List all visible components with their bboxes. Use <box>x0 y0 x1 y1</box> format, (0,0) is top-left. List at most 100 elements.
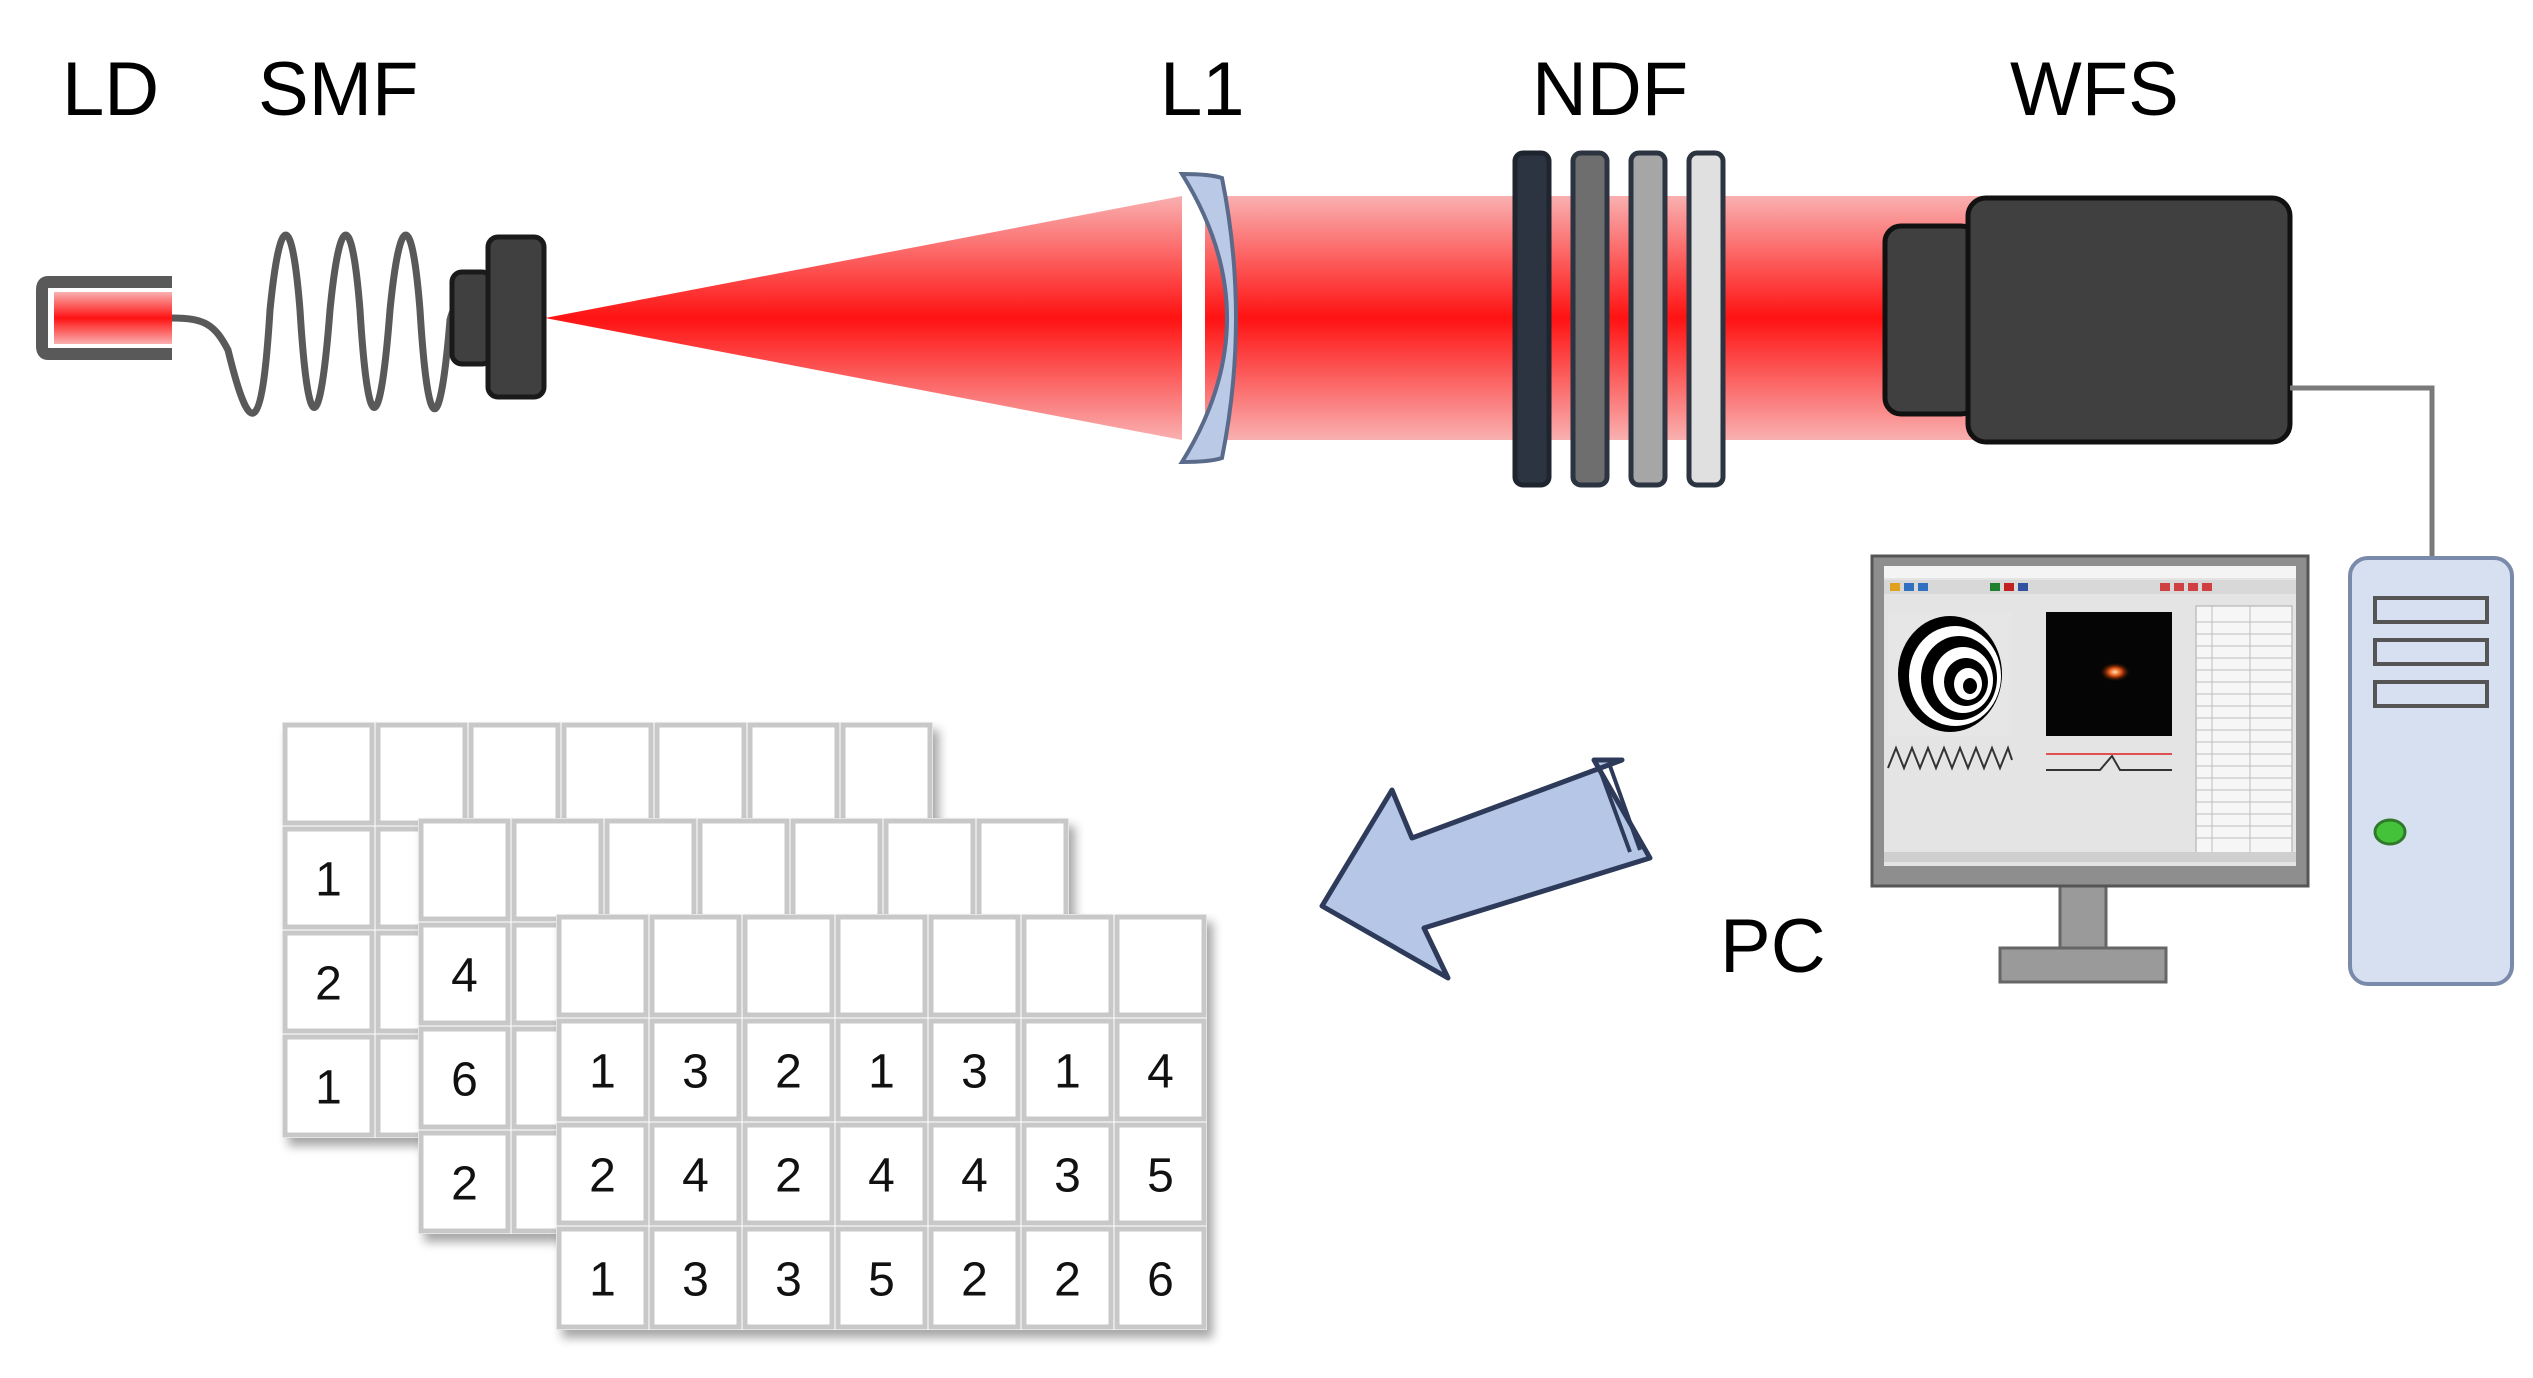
table-cell <box>835 1122 928 1226</box>
diverging-beam <box>545 196 1182 440</box>
table-cell <box>742 1018 835 1122</box>
table-cell-value: 1 <box>315 854 342 907</box>
label-wfs: WFS <box>2010 47 2179 132</box>
table-cell <box>1021 1226 1114 1330</box>
table-cell <box>1114 1018 1207 1122</box>
table-cell-value: 1 <box>315 1062 342 1115</box>
ndf-plate-4 <box>1686 150 1726 488</box>
table-cell <box>654 722 747 826</box>
table-cell <box>418 818 511 922</box>
table-cell-value: 4 <box>961 1150 988 1203</box>
table-cell-value: 6 <box>451 1054 478 1107</box>
table-cell <box>1114 1226 1207 1330</box>
table-cell <box>1021 914 1114 1018</box>
zernike-list-rows <box>2196 606 2292 856</box>
table-cell-value: 6 <box>1147 1254 1174 1307</box>
fiber-collimator-icon <box>449 234 547 400</box>
table-cell-value: 3 <box>682 1254 709 1307</box>
table-cell <box>835 1226 928 1330</box>
table-cell <box>604 818 697 922</box>
table-cell <box>282 930 375 1034</box>
table-cell <box>747 722 840 826</box>
table-cell-value: 1 <box>589 1046 616 1099</box>
wavefront-sensor-icon <box>1882 195 2293 445</box>
table-cell <box>840 722 933 826</box>
ndf-plate-2 <box>1570 150 1610 488</box>
interferogram-icon <box>1898 616 2002 732</box>
table-cell-value: 3 <box>1054 1150 1081 1203</box>
computer-tower-icon <box>2348 556 2514 986</box>
coiled-fiber-icon <box>171 231 474 417</box>
table-cell <box>883 818 976 922</box>
lens-l1 <box>1178 171 1238 465</box>
table-cell <box>556 1226 649 1330</box>
table-cell-value: 1 <box>589 1254 616 1307</box>
table-cell-value: 2 <box>775 1150 802 1203</box>
zernike-list-panel <box>2195 605 2293 857</box>
table-cell-value: 2 <box>961 1254 988 1307</box>
table-cell <box>282 1034 375 1138</box>
table-cell <box>928 914 1021 1018</box>
label-smf: SMF <box>258 47 418 132</box>
table-cell-value: 2 <box>775 1046 802 1099</box>
table-cell-value: 4 <box>451 950 478 1003</box>
ndf-plate-1 <box>1512 150 1552 488</box>
table-cell <box>468 722 561 826</box>
table-cell <box>556 1122 649 1226</box>
table-cell <box>649 1122 742 1226</box>
monitor-icon <box>1870 554 2310 984</box>
table-cell-value: 4 <box>868 1150 895 1203</box>
table-cell-value: 1 <box>868 1046 895 1099</box>
table-cell <box>561 722 654 826</box>
table-cell <box>697 818 790 922</box>
profile-plot-left <box>1887 745 2013 771</box>
sensor-cable <box>2290 385 2435 560</box>
table-cell-value: 5 <box>1147 1150 1174 1203</box>
table-cell <box>976 818 1069 922</box>
table-cell <box>835 1018 928 1122</box>
table-cell <box>649 1226 742 1330</box>
table-cell <box>282 722 375 826</box>
table-cell-value: 2 <box>1054 1254 1081 1307</box>
label-ndf: NDF <box>1532 47 1688 132</box>
table-cell <box>1114 914 1207 1018</box>
label-ld: LD <box>62 47 159 132</box>
table-cell-value: 4 <box>1147 1046 1174 1099</box>
label-pc: PC <box>1720 904 1826 989</box>
table-cell <box>511 818 604 922</box>
table-cell <box>418 1026 511 1130</box>
table-cell <box>649 1018 742 1122</box>
table-cell-value: 4 <box>682 1150 709 1203</box>
table-cell <box>418 1130 511 1234</box>
data-transfer-arrow-icon <box>1319 757 1653 981</box>
table-cell-value: 3 <box>775 1254 802 1307</box>
focal-spot-icon <box>2099 662 2131 682</box>
table-cell <box>418 922 511 1026</box>
table-cell <box>556 914 649 1018</box>
table-cell <box>556 1018 649 1122</box>
label-l1: L1 <box>1160 47 1245 132</box>
table-cell-value: 1 <box>1054 1046 1081 1099</box>
power-led-icon <box>2373 818 2407 846</box>
table-cell <box>928 1122 1021 1226</box>
table-cell-value: 3 <box>961 1046 988 1099</box>
table-cell <box>742 1226 835 1330</box>
table-cell <box>375 722 468 826</box>
table-cell-value: 3 <box>682 1046 709 1099</box>
table-cell <box>742 1122 835 1226</box>
table-cell-value: 2 <box>315 958 342 1011</box>
table-cell <box>282 826 375 930</box>
table-cell <box>1021 1122 1114 1226</box>
table-cell-value: 5 <box>868 1254 895 1307</box>
ndf-plate-3 <box>1628 150 1668 488</box>
neutral-density-filters <box>1512 150 1726 488</box>
table-cell-value: 2 <box>589 1150 616 1203</box>
table-cell <box>649 914 742 1018</box>
table-cell <box>1114 1122 1207 1226</box>
table-cell <box>928 1226 1021 1330</box>
table-cell <box>835 914 928 1018</box>
laser-diode-icon <box>36 276 172 360</box>
data-table-front: 1 3 2 1 3 1 4 2 4 2 4 4 3 5 1 3 3 5 2 2 6 <box>556 914 1207 1330</box>
